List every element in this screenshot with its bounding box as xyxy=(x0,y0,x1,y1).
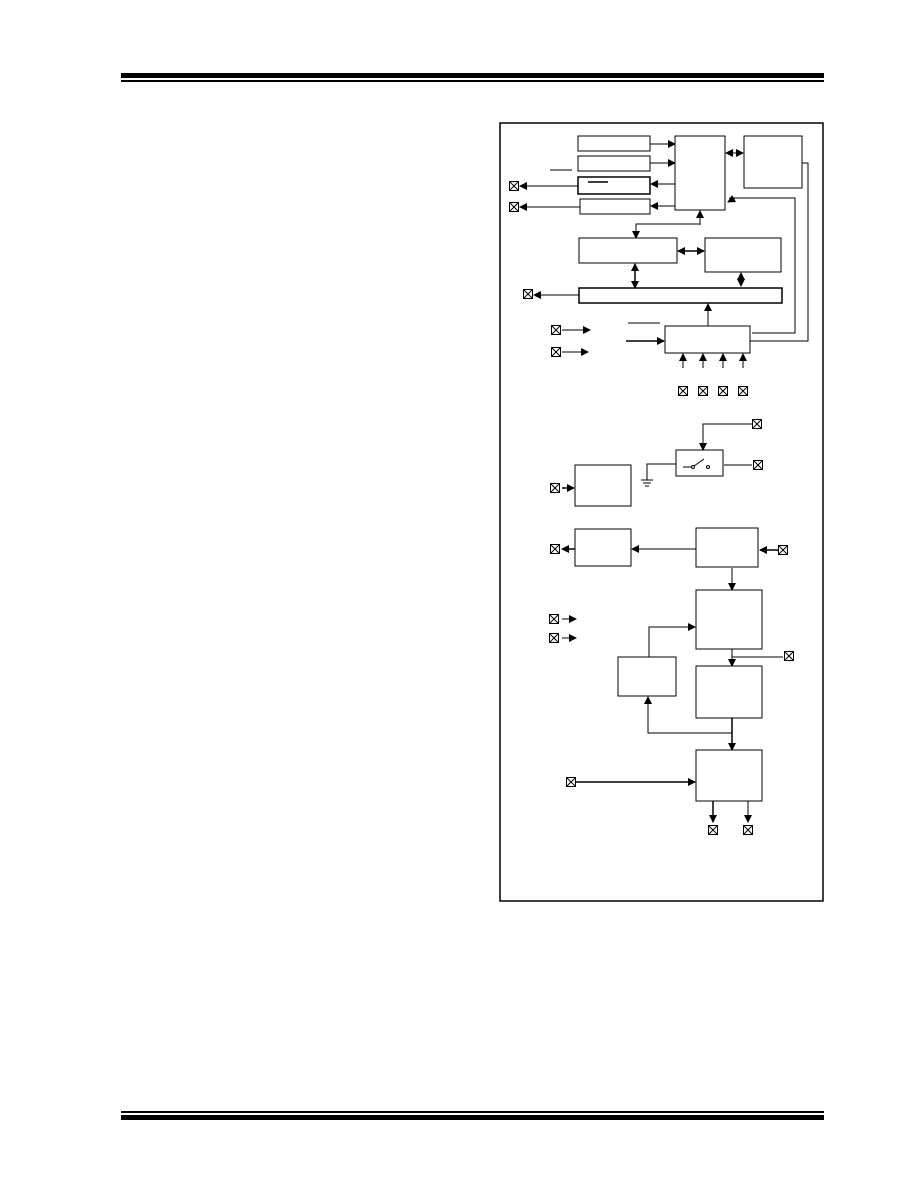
figure-frame xyxy=(499,122,824,902)
pin-icon xyxy=(550,483,560,493)
pin-icon xyxy=(718,386,728,396)
register-block-1 xyxy=(577,135,651,152)
filter-block xyxy=(695,665,763,719)
pin-icon xyxy=(550,544,560,554)
side-block xyxy=(704,237,782,273)
pins xyxy=(509,181,794,835)
bus-bar xyxy=(578,287,783,304)
pin-icon xyxy=(509,202,519,212)
control-block xyxy=(674,135,726,211)
feedback-block xyxy=(617,656,677,697)
pin-icon xyxy=(738,386,748,396)
header-rule-thick xyxy=(121,73,824,78)
pin-icon xyxy=(778,545,788,555)
output-stage-block xyxy=(695,749,763,802)
pin-icon xyxy=(549,614,559,624)
input-block-a xyxy=(574,464,632,507)
pin-icon xyxy=(551,347,561,357)
output-driver-block xyxy=(574,528,632,567)
pin-icon xyxy=(752,419,762,429)
pin-icon xyxy=(698,386,708,396)
header-rule-thin xyxy=(121,80,824,82)
pin-icon xyxy=(509,181,519,191)
pin-icon xyxy=(549,633,559,643)
io-block xyxy=(664,325,751,354)
footer-rule-thin xyxy=(121,1111,824,1113)
register-block-2 xyxy=(577,155,651,172)
footer-rule-thick xyxy=(121,1115,824,1120)
memory-block xyxy=(743,135,803,189)
processing-block xyxy=(695,589,763,650)
pin-icon xyxy=(743,825,753,835)
pin-icon xyxy=(753,460,763,470)
source-block xyxy=(695,527,759,568)
register-block-3 xyxy=(577,176,651,195)
pin-icon xyxy=(784,651,794,661)
pin-icon xyxy=(708,825,718,835)
buffer-block xyxy=(578,237,678,264)
pin-icon xyxy=(523,289,533,299)
register-block-4 xyxy=(579,198,651,215)
analog-switch xyxy=(675,449,724,477)
pin-icon xyxy=(566,777,576,787)
pin-icon xyxy=(551,325,561,335)
pin-icon xyxy=(678,386,688,396)
